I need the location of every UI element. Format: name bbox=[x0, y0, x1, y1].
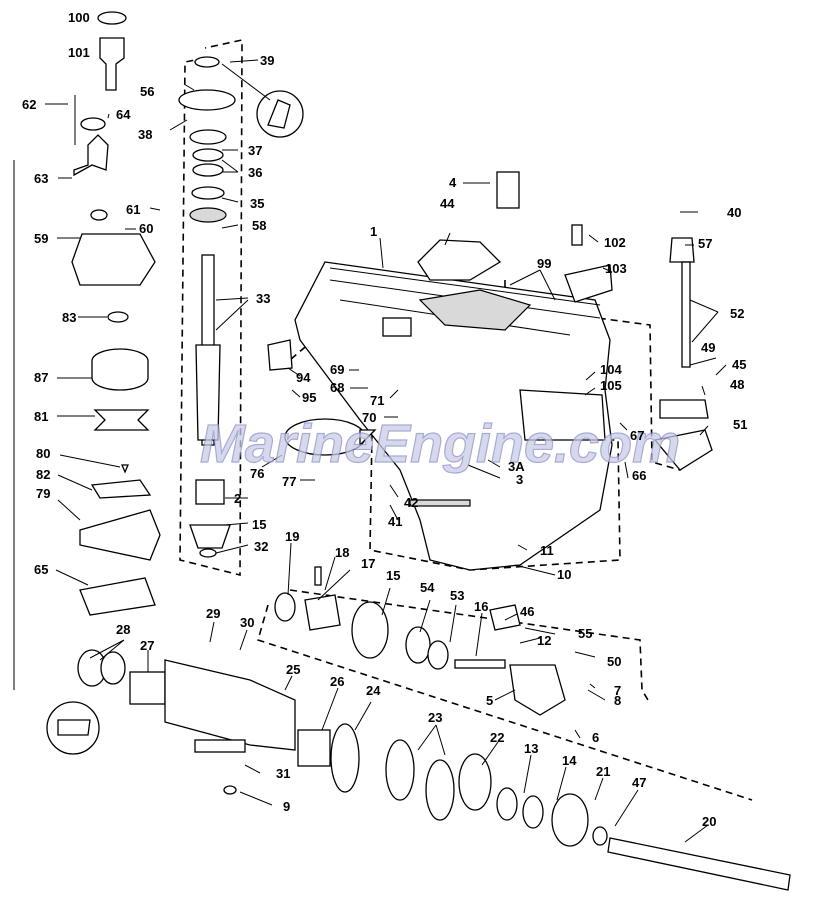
callout-60: 60 bbox=[139, 221, 153, 236]
callout-54: 54 bbox=[420, 580, 435, 595]
callout-45: 45 bbox=[732, 357, 746, 372]
gearcase-housing bbox=[294, 239, 613, 571]
callout-3A: 3A bbox=[508, 459, 525, 474]
callout-82: 82 bbox=[36, 467, 50, 482]
callout-42: 42 bbox=[404, 495, 418, 510]
callout-65: 65 bbox=[34, 562, 48, 577]
callout-29: 29 bbox=[206, 606, 220, 621]
callout-77: 77 bbox=[282, 474, 296, 489]
watermark-text: MarineEngine.com bbox=[200, 414, 680, 474]
water-pump-parts bbox=[71, 11, 161, 616]
callout-26: 26 bbox=[330, 674, 344, 689]
callout-31: 31 bbox=[276, 766, 290, 781]
callout-35: 35 bbox=[250, 196, 264, 211]
callout-25: 25 bbox=[286, 662, 300, 677]
callout-69: 69 bbox=[330, 362, 344, 377]
callout-47: 47 bbox=[632, 775, 646, 790]
callout-80: 80 bbox=[36, 446, 50, 461]
leader-lines bbox=[45, 59, 727, 843]
callout-20: 20 bbox=[702, 814, 716, 829]
callout-49: 49 bbox=[701, 340, 715, 355]
callout-12: 12 bbox=[537, 633, 551, 648]
callout-39: 39 bbox=[260, 53, 274, 68]
callout-66: 66 bbox=[632, 468, 646, 483]
callout-57: 57 bbox=[698, 236, 712, 251]
callout-2: 2 bbox=[234, 491, 241, 506]
callout-104: 104 bbox=[600, 362, 622, 377]
callout-46: 46 bbox=[520, 604, 534, 619]
callout-100: 100 bbox=[68, 10, 90, 25]
shift-linkage-parts bbox=[267, 171, 713, 471]
callout-10: 10 bbox=[557, 567, 571, 582]
callout-3: 3 bbox=[516, 472, 523, 487]
callout-99: 99 bbox=[537, 256, 551, 271]
callout-13: 13 bbox=[524, 741, 538, 756]
callout-56: 56 bbox=[140, 84, 154, 99]
callout-30: 30 bbox=[240, 615, 254, 630]
driveshaft-stack bbox=[178, 56, 236, 558]
callout-21: 21 bbox=[596, 764, 610, 779]
callout-6: 6 bbox=[592, 730, 599, 745]
callout-94: 94 bbox=[296, 370, 311, 385]
callout-23: 23 bbox=[428, 710, 442, 725]
propshaft-gear-train bbox=[77, 566, 791, 891]
callout-52: 52 bbox=[730, 306, 744, 321]
callout-53: 53 bbox=[450, 588, 464, 603]
callout-62: 62 bbox=[22, 97, 36, 112]
callout-15: 15 bbox=[252, 517, 266, 532]
callout-7: 7 bbox=[614, 683, 621, 698]
callout-44: 44 bbox=[440, 196, 455, 211]
callout-87: 87 bbox=[34, 370, 48, 385]
callout-55: 55 bbox=[578, 626, 592, 641]
callout-14: 14 bbox=[562, 753, 577, 768]
callout-79: 79 bbox=[36, 486, 50, 501]
callout-83: 83 bbox=[62, 310, 76, 325]
callout-17: 17 bbox=[361, 556, 375, 571]
callout-50: 50 bbox=[607, 654, 621, 669]
callout-105: 105 bbox=[600, 378, 622, 393]
callout-15: 15 bbox=[386, 568, 400, 583]
callout-48: 48 bbox=[730, 377, 744, 392]
callout-40: 40 bbox=[727, 205, 741, 220]
callout-101: 101 bbox=[68, 45, 90, 60]
callout-9: 9 bbox=[283, 799, 290, 814]
callout-38: 38 bbox=[138, 127, 152, 142]
callout-41: 41 bbox=[388, 514, 402, 529]
callout-16: 16 bbox=[474, 599, 488, 614]
callout-70: 70 bbox=[362, 410, 376, 425]
callout-76: 76 bbox=[250, 466, 264, 481]
callout-32: 32 bbox=[254, 539, 268, 554]
callout-8: 8 bbox=[614, 693, 621, 708]
callout-59: 59 bbox=[34, 231, 48, 246]
callout-64: 64 bbox=[116, 107, 131, 122]
callout-51: 51 bbox=[733, 417, 747, 432]
callout-102: 102 bbox=[604, 235, 626, 250]
callout-68: 68 bbox=[330, 380, 344, 395]
callout-71: 71 bbox=[370, 393, 384, 408]
callout-63: 63 bbox=[34, 171, 48, 186]
callout-61: 61 bbox=[126, 202, 140, 217]
callout-103: 103 bbox=[605, 261, 627, 276]
callout-11: 11 bbox=[540, 543, 554, 558]
callout-37: 37 bbox=[248, 143, 262, 158]
callout-22: 22 bbox=[490, 730, 504, 745]
callout-28: 28 bbox=[116, 622, 130, 637]
detail-callout-circles bbox=[46, 90, 304, 755]
callout-4: 4 bbox=[449, 175, 457, 190]
callout-5: 5 bbox=[486, 693, 493, 708]
callout-95: 95 bbox=[302, 390, 316, 405]
callout-19: 19 bbox=[285, 529, 299, 544]
callout-24: 24 bbox=[366, 683, 381, 698]
callout-33: 33 bbox=[256, 291, 270, 306]
callout-67: 67 bbox=[630, 428, 644, 443]
callout-81: 81 bbox=[34, 409, 48, 424]
callout-58: 58 bbox=[252, 218, 266, 233]
callout-27: 27 bbox=[140, 638, 154, 653]
callout-36: 36 bbox=[248, 165, 262, 180]
callout-18: 18 bbox=[335, 545, 349, 560]
callout-1: 1 bbox=[370, 224, 377, 239]
